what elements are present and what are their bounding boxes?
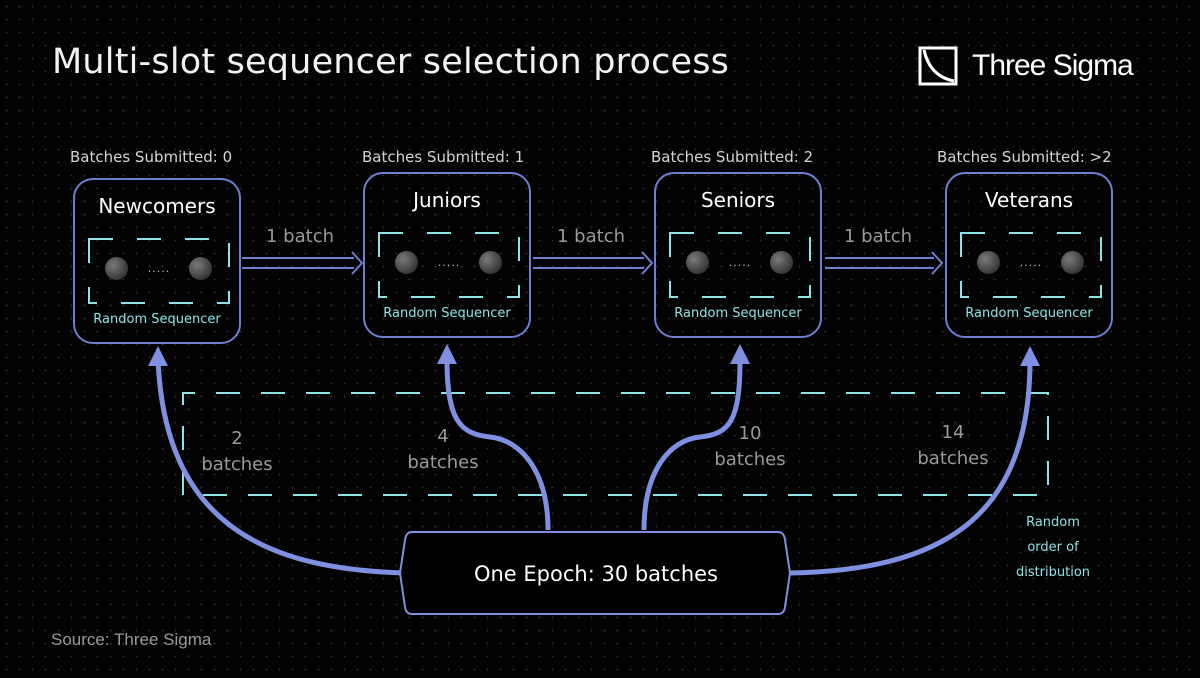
sequencer-node-icon (479, 251, 502, 274)
arrowhead-veterans-icon (1020, 346, 1040, 366)
tier-submitted-label: Batches Submitted: >2 (937, 148, 1112, 166)
distribution-arrow-juniors (444, 359, 551, 531)
random-distribution-region (182, 392, 1049, 496)
arrowhead-newcomers-icon (148, 346, 168, 366)
tier-title: Juniors (413, 188, 481, 212)
random-sequencer-label: Random Sequencer (383, 306, 511, 321)
promotion-label: 1 batch (844, 226, 912, 247)
tier-title: Veterans (984, 188, 1074, 212)
ellipsis: ..... (1019, 256, 1043, 269)
arrowhead-seniors-icon (730, 344, 750, 364)
sequencer-node-icon (770, 251, 793, 274)
sequencer-pool-border (960, 232, 1102, 298)
random-sequencer-label: Random Sequencer (674, 306, 802, 321)
ellipsis: ..... (728, 256, 752, 269)
random-sequencer-label: Random Sequencer (965, 306, 1093, 321)
distribution-count: 14 (941, 422, 965, 443)
sequencer-pool-border (378, 232, 520, 298)
distribution-unit: batches (917, 448, 989, 469)
tier-submitted-label: Batches Submitted: 2 (651, 148, 814, 166)
distribution-label-juniors: 4 batches (393, 424, 493, 476)
sequencer-node-icon (105, 257, 128, 280)
distribution-arrow-newcomers (155, 359, 409, 576)
sequencer-node-icon (686, 251, 709, 274)
distribution-unit: batches (407, 452, 479, 473)
distribution-unit: batches (714, 449, 786, 470)
tier-title: Seniors (700, 188, 776, 212)
tier-box-veterans[interactable]: Veterans ..... Random Sequencer (945, 172, 1113, 338)
tier-box-seniors[interactable]: Seniors ..... Random Sequencer (654, 172, 822, 338)
random-sequencer-label: Random Sequencer (93, 312, 221, 327)
tier-title: Newcomers (98, 194, 216, 218)
epoch-box (398, 531, 792, 615)
distribution-count: 10 (738, 423, 762, 444)
sequencer-pool-border (669, 232, 811, 298)
note-line: distribution (1015, 565, 1091, 580)
sequencer-pool-border (88, 238, 230, 304)
promotion-arrow-1 (242, 251, 364, 275)
diagram-title: Multi-slot sequencer selection process (52, 42, 730, 82)
source-credit: Source: Three Sigma (51, 630, 212, 649)
tier-submitted-label: Batches Submitted: 1 (362, 148, 525, 166)
ellipsis: ..... (437, 256, 461, 269)
distribution-count: 4 (437, 426, 449, 447)
distribution-arrow-veterans (789, 359, 1033, 576)
distribution-label-veterans: 14 batches (903, 420, 1003, 472)
promotion-arrow-3 (825, 251, 944, 275)
distribution-label-newcomers: 2 batches (187, 426, 287, 478)
brand-logo: Three Sigma (918, 46, 1134, 86)
sequencer-node-icon (1061, 251, 1084, 274)
tier-submitted-label: Batches Submitted: 0 (70, 148, 233, 166)
sequencer-node-icon (189, 257, 212, 280)
distribution-unit: batches (201, 454, 273, 475)
random-order-note: Random order of distribution (1000, 510, 1106, 585)
three-sigma-logo-icon (918, 46, 958, 86)
tier-box-newcomers[interactable]: Newcomers ..... Random Sequencer (73, 178, 241, 344)
promotion-arrow-2 (533, 251, 654, 275)
note-line: order of (1027, 540, 1079, 555)
distribution-arrow-seniors (641, 359, 743, 531)
sequencer-node-icon (977, 251, 1000, 274)
tier-box-juniors[interactable]: Juniors ..... Random Sequencer (363, 172, 531, 338)
arrowhead-juniors-icon (437, 344, 457, 364)
ellipsis: ..... (147, 262, 171, 275)
epoch-label: One Epoch: 30 batches (473, 562, 719, 586)
distribution-label-seniors: 10 batches (700, 421, 800, 473)
promotion-label: 1 batch (557, 226, 625, 247)
distribution-count: 2 (231, 428, 243, 449)
note-line: Random (1026, 515, 1080, 530)
promotion-label: 1 batch (266, 226, 334, 247)
sequencer-node-icon (395, 251, 418, 274)
brand-name: Three Sigma (972, 49, 1134, 82)
